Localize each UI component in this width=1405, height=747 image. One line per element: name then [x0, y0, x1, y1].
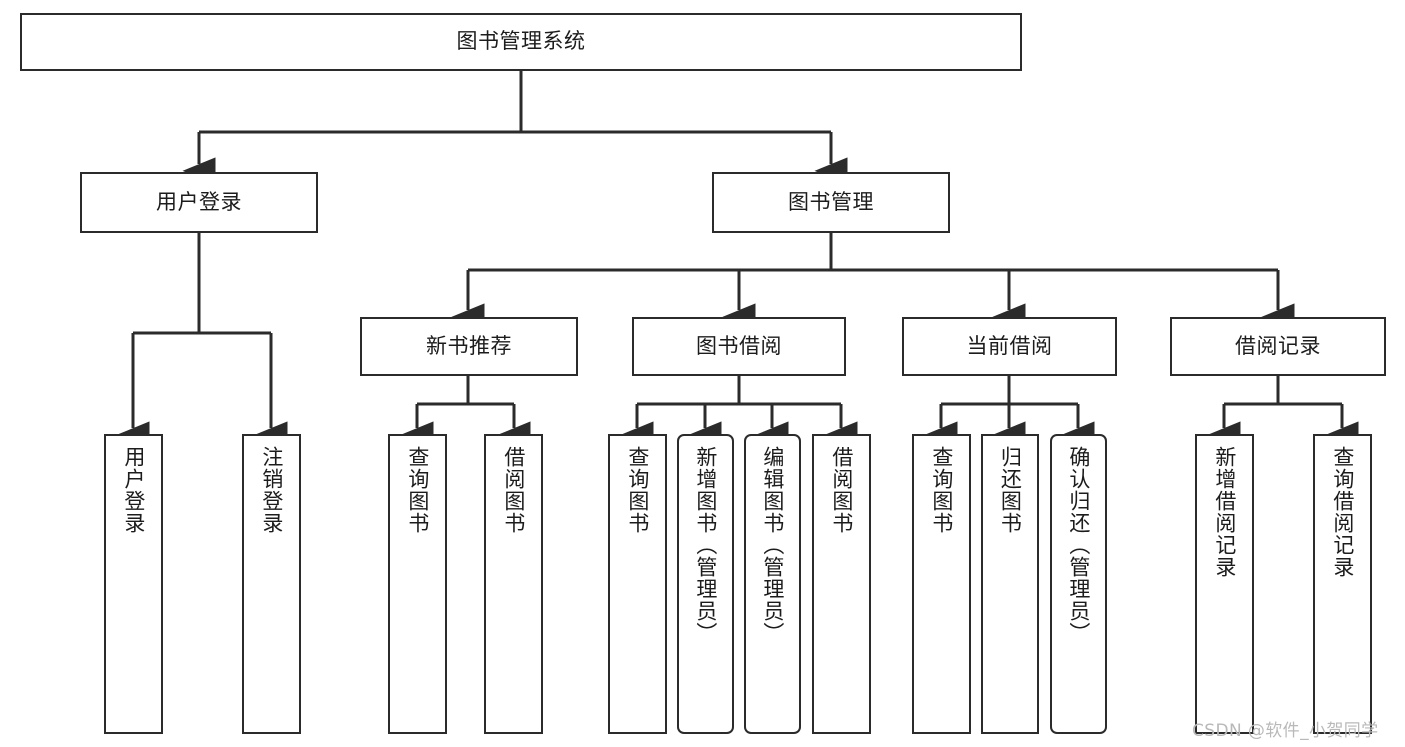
node-user-login-label: 用户登录	[156, 189, 242, 214]
node-user-login[interactable]: 用户登录	[80, 172, 318, 233]
leaf-query-book-3[interactable]: 查询图书	[912, 434, 971, 734]
node-book-borrow[interactable]: 图书借阅	[632, 317, 846, 376]
leaf-query-book-2[interactable]: 查询图书	[608, 434, 667, 734]
leaf-query-book-3-label: 查询图书	[929, 446, 954, 534]
leaf-edit-book-label: 编辑图书（管理员）	[760, 446, 785, 644]
csdn-watermark: CSDN @软件_小贺同学	[1192, 721, 1379, 741]
leaf-confirm-return-label: 确认归还（管理员）	[1066, 446, 1091, 644]
leaf-query-book-2-label: 查询图书	[625, 446, 650, 534]
leaf-user-login[interactable]: 用户登录	[104, 434, 163, 734]
leaf-user-logout-label: 注销登录	[259, 446, 284, 534]
leaf-query-record-label: 查询借阅记录	[1330, 446, 1355, 578]
leaf-add-book[interactable]: 新增图书（管理员）	[677, 434, 734, 734]
leaf-borrow-book-2-label: 借阅图书	[829, 446, 854, 534]
node-root[interactable]: 图书管理系统	[20, 13, 1022, 71]
leaf-confirm-return[interactable]: 确认归还（管理员）	[1050, 434, 1107, 734]
leaf-add-book-label: 新增图书（管理员）	[693, 446, 718, 644]
leaf-query-book-1[interactable]: 查询图书	[388, 434, 447, 734]
leaf-borrow-book-2[interactable]: 借阅图书	[812, 434, 871, 734]
node-new-book-recommend-label: 新书推荐	[426, 333, 512, 358]
leaf-add-record[interactable]: 新增借阅记录	[1195, 434, 1254, 734]
node-borrow-record-label: 借阅记录	[1235, 333, 1321, 358]
leaf-query-record[interactable]: 查询借阅记录	[1313, 434, 1372, 734]
leaf-user-login-label: 用户登录	[121, 446, 146, 534]
leaf-return-book-label: 归还图书	[998, 446, 1023, 534]
leaf-query-book-1-label: 查询图书	[405, 446, 430, 534]
node-root-label: 图书管理系统	[456, 29, 586, 54]
node-current-borrow[interactable]: 当前借阅	[902, 317, 1117, 376]
leaf-borrow-book-1[interactable]: 借阅图书	[484, 434, 543, 734]
leaf-edit-book[interactable]: 编辑图书（管理员）	[744, 434, 801, 734]
leaf-return-book[interactable]: 归还图书	[981, 434, 1039, 734]
node-current-borrow-label: 当前借阅	[966, 333, 1053, 358]
leaf-user-logout[interactable]: 注销登录	[242, 434, 301, 734]
node-book-manage-label: 图书管理	[788, 189, 874, 214]
node-borrow-record[interactable]: 借阅记录	[1170, 317, 1386, 376]
leaf-borrow-book-1-label: 借阅图书	[501, 446, 526, 534]
node-book-manage[interactable]: 图书管理	[712, 172, 950, 233]
leaf-add-record-label: 新增借阅记录	[1212, 446, 1237, 578]
node-book-borrow-label: 图书借阅	[696, 333, 782, 358]
node-new-book-recommend[interactable]: 新书推荐	[360, 317, 578, 376]
